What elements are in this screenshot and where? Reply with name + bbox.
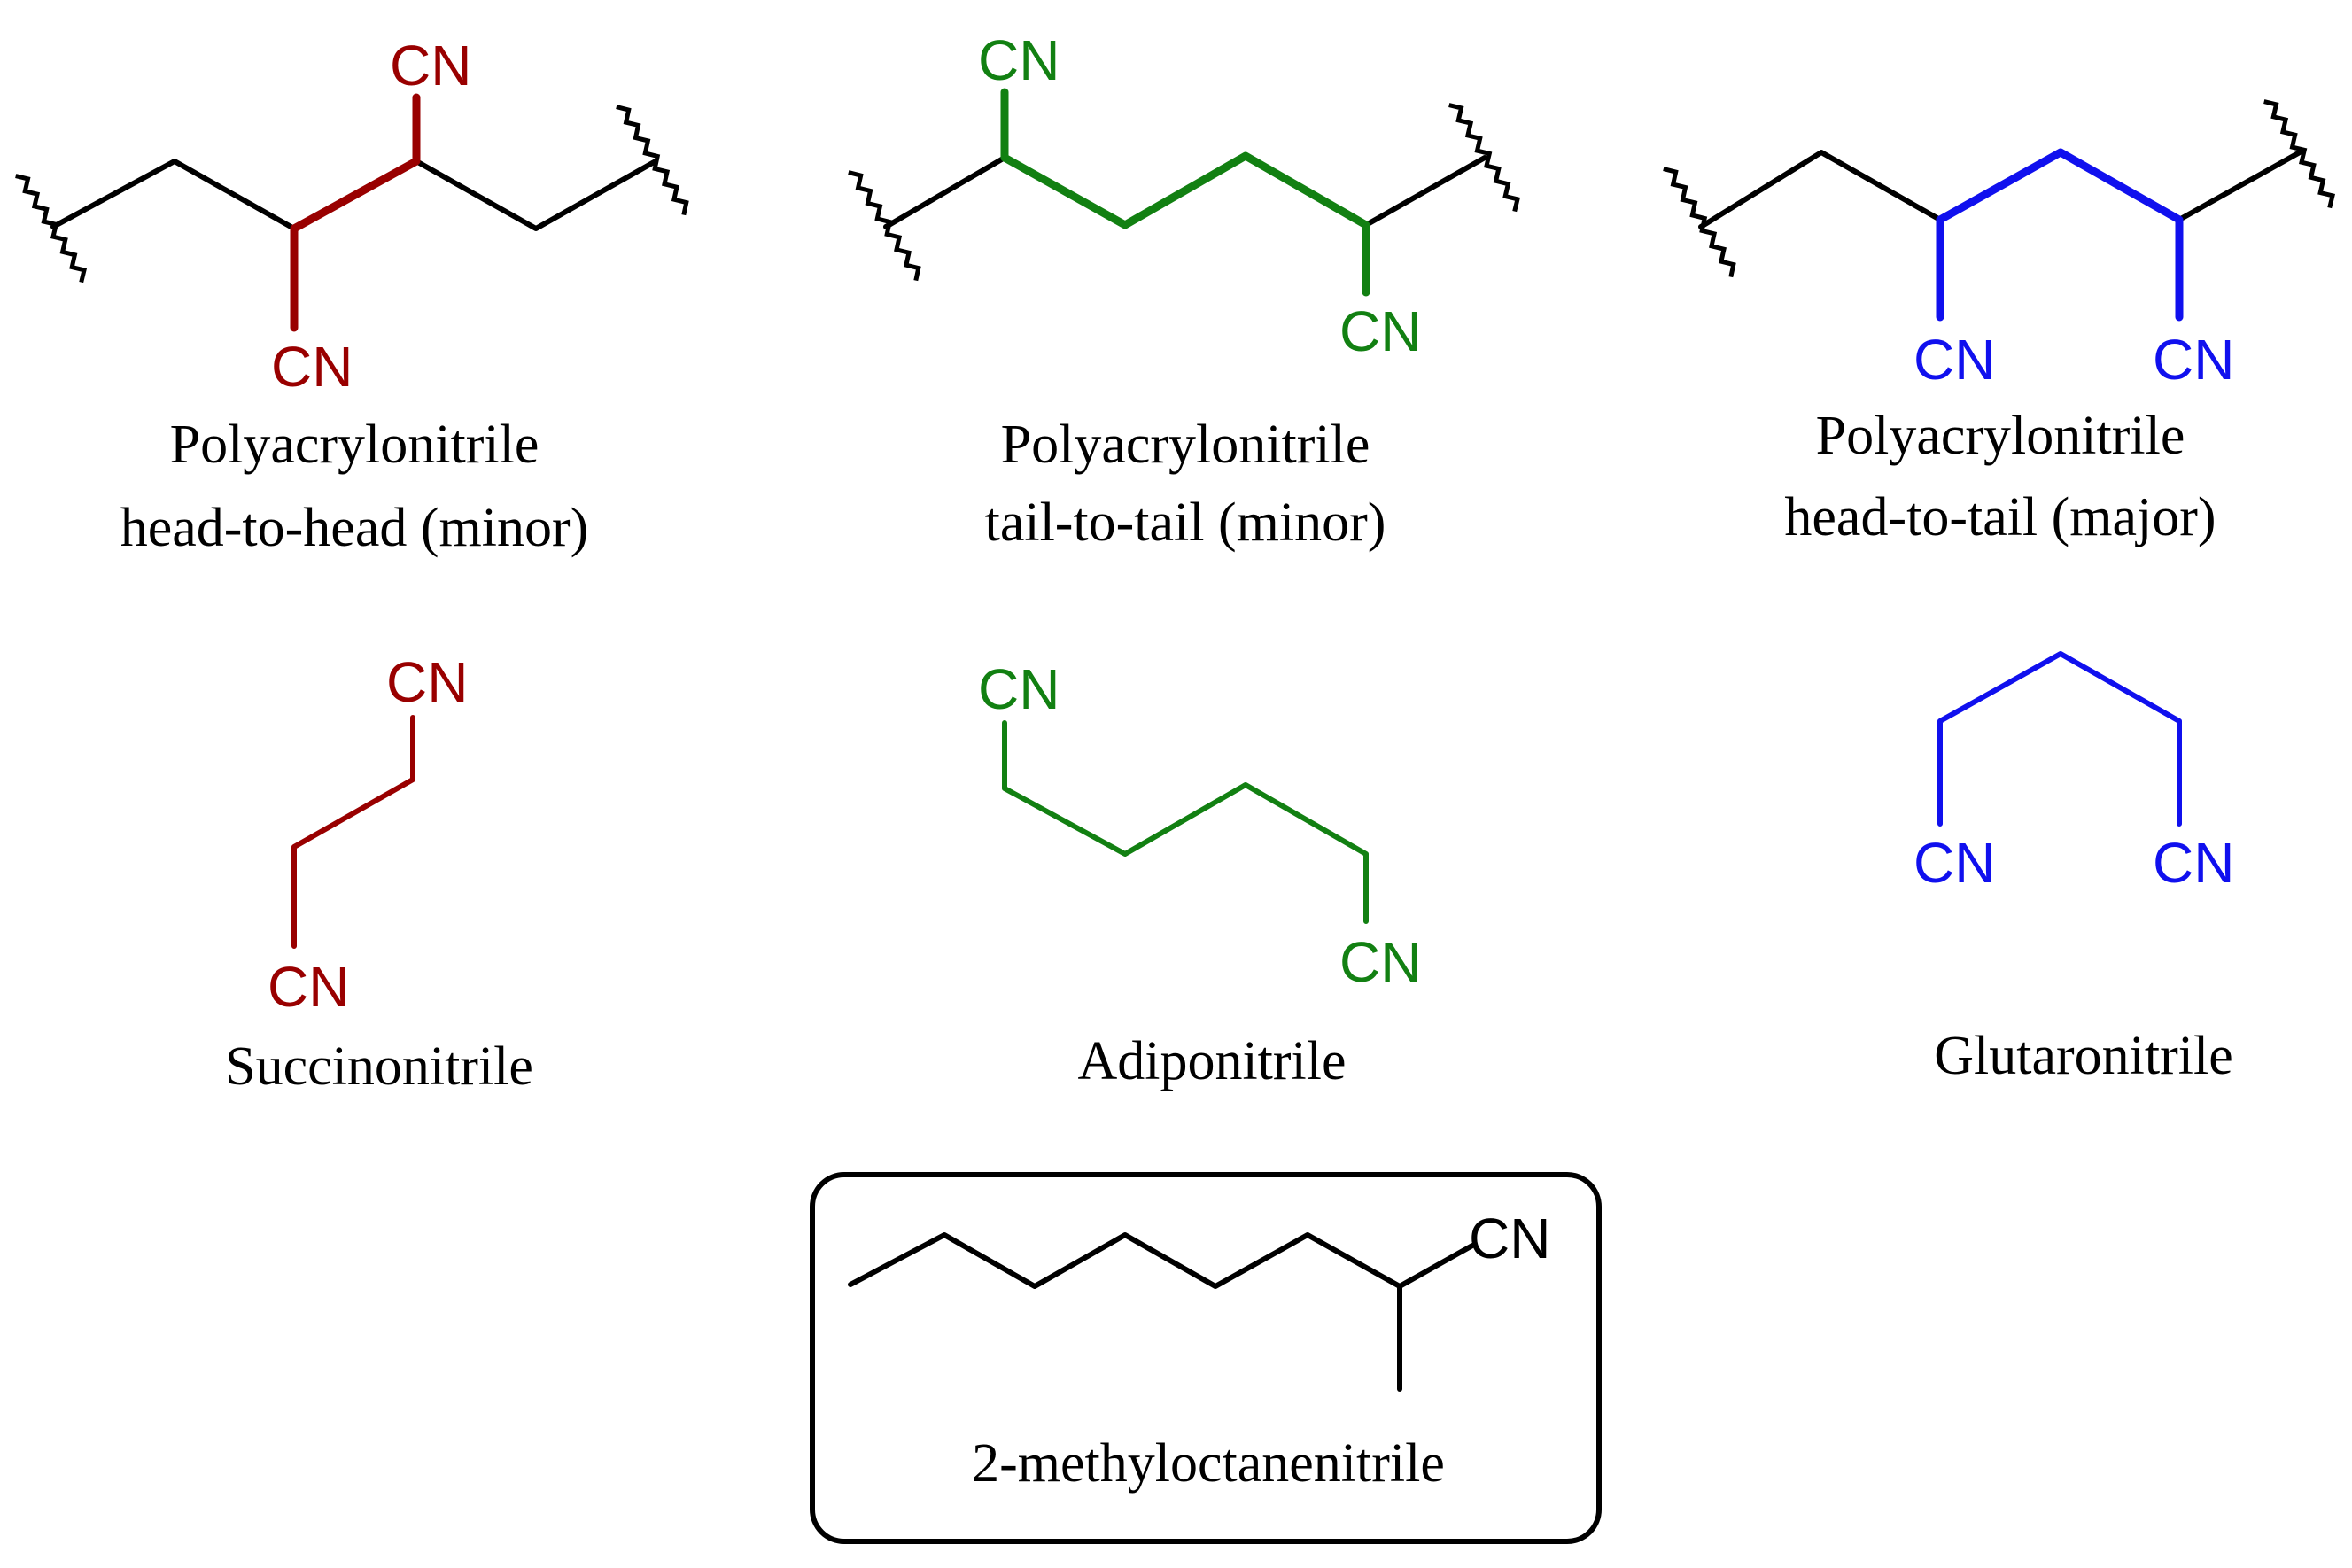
gluta-bonds — [1937, 651, 2182, 827]
wavy-cut-line — [616, 105, 689, 216]
succ-caption: Succinonitrile — [225, 1036, 533, 1097]
pan-head-to-head-structure: CN CN Polyacrylonitrile head-to-head (mi… — [15, 34, 689, 558]
octane-chain-bonds — [848, 1232, 1475, 1289]
adipo-caption: Adiponitrile — [1077, 1031, 1346, 1091]
pan-head-to-tail-structure: CN CN Polyacrylonitrile head-to-tail (ma… — [1663, 99, 2336, 547]
glutaronitrile-structure: CN CN Glutaronitrile — [1913, 651, 2234, 1086]
adipo-bonds — [1002, 720, 1369, 924]
hh-cn-label-bottom: CN — [271, 335, 353, 399]
hh-left-wavy-cut — [15, 174, 88, 283]
succ-cn-label-bottom: CN — [268, 955, 349, 1019]
succ-cn-label-top: CN — [386, 650, 468, 714]
boxed-cn-label: CN — [1469, 1207, 1550, 1270]
ht-left-wavy-cut — [1663, 167, 1736, 278]
tt-caption-line1: Polyacrylonitrile — [1001, 415, 1370, 475]
ht-caption-line2: head-to-tail (major) — [1784, 487, 2216, 547]
tt-right-wavy-cut — [1448, 103, 1521, 213]
tt-backbone-right — [1363, 155, 1487, 228]
gluta-cn-label-1: CN — [1913, 831, 1995, 895]
tt-backbone-left — [883, 155, 1007, 229]
methyloctanenitrile-box: CN 2-methyloctanenitrile — [810, 1172, 1602, 1544]
hh-backbone-right — [414, 159, 658, 231]
highlight-box — [810, 1172, 1602, 1544]
gluta-caption: Glutaronitrile — [1934, 1026, 2232, 1086]
ht-caption-line1: Polyacrylonitrile — [1816, 406, 2185, 466]
tt-left-wavy-cut — [848, 170, 921, 282]
adipo-cn-label-bottom: CN — [1339, 930, 1421, 994]
ht-backbone-left — [1698, 150, 1943, 229]
ht-backbone-center — [1936, 148, 2184, 224]
hh-right-wavy-cut — [616, 105, 689, 216]
wavy-cut-line — [1448, 103, 1521, 213]
succinonitrile-structure: CN CN Succinonitrile — [225, 650, 533, 1097]
ht-right-wavy-cut — [2263, 99, 2336, 209]
hh-caption-line2: head-to-head (minor) — [120, 498, 588, 558]
succ-bonds — [291, 715, 415, 949]
wavy-cut-line — [15, 174, 88, 283]
adiponitrile-structure: CN CN Adiponitrile — [978, 657, 1421, 1091]
hh-cn-label-top: CN — [390, 34, 471, 97]
tt-cn-label-top: CN — [978, 28, 1060, 92]
ht-backbone-right — [2177, 150, 2302, 222]
tt-cn-label-bottom: CN — [1339, 299, 1421, 363]
tt-caption-line2: tail-to-tail (minor) — [985, 493, 1386, 553]
ht-cn-label-1: CN — [1913, 328, 1995, 392]
adipo-cn-label-top: CN — [978, 657, 1060, 721]
hh-backbone-left — [50, 159, 297, 231]
hh-caption-line1: Polyacrylonitrile — [170, 415, 539, 475]
wavy-cut-line — [1663, 167, 1736, 278]
gluta-cn-label-2: CN — [2153, 831, 2234, 895]
boxed-caption: 2-methyloctanenitrile — [972, 1433, 1445, 1494]
tt-backbone-center — [1000, 151, 1370, 229]
ht-cn-label-2: CN — [2153, 328, 2234, 392]
wavy-cut-line — [2263, 99, 2336, 209]
hh-backbone-center — [290, 157, 421, 233]
wavy-cut-line — [848, 170, 921, 282]
pan-tail-to-tail-structure: CN CN Polyacrylonitrile tail-to-tail (mi… — [848, 28, 1521, 553]
